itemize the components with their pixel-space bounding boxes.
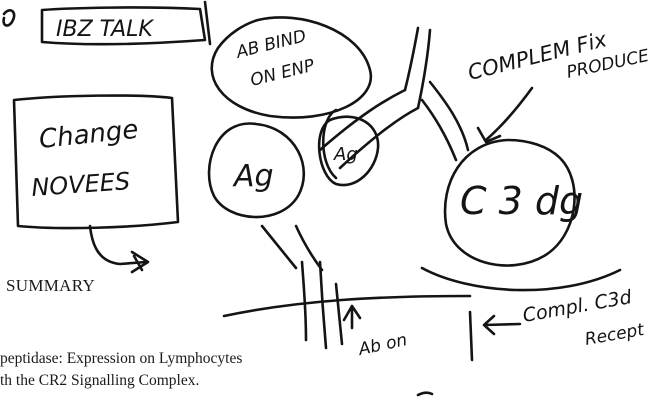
change-arrow (90, 226, 146, 264)
top-box-text: IBZ TALK (56, 17, 154, 42)
receptor-arc (422, 268, 620, 290)
ag-stem-left (262, 226, 296, 268)
oval-note-line-2: ON ENP (248, 55, 317, 90)
receptor-stalk-2 (320, 262, 326, 348)
stalk-arrow (344, 306, 360, 328)
antibody-arm-right-2 (430, 82, 468, 150)
oval-note-line-1: AB BIND (233, 26, 308, 63)
receptor-stalk-1 (302, 262, 306, 340)
antibody-stem-top-2 (418, 30, 430, 108)
receptor-note-line-1: Compl. C3d (521, 286, 634, 327)
fragment-stroke (4, 10, 15, 25)
ag-stem-right (296, 226, 322, 270)
change-box-outline (14, 96, 178, 229)
c3dg-label: C 3 dg (460, 179, 583, 223)
receptor-note-arrow (484, 316, 520, 334)
ag-oval-label: Ag (333, 144, 358, 165)
receptor-note-line-2: Recept (583, 320, 646, 350)
receptor-line (470, 312, 472, 360)
summary-heading: SUMMARY (6, 276, 95, 296)
antibody-stem-top (405, 28, 418, 90)
ag-circle-label: Ag (232, 159, 274, 194)
ab-on-note: Ab on (356, 330, 409, 360)
change-box-line-2: NOVEES (30, 167, 131, 202)
abstract-line-1: peptidase: Expression on Lymphocytes (0, 350, 242, 368)
complement-arrow (486, 88, 532, 140)
bottom-mark (418, 393, 432, 395)
change-box-line-1: Change (38, 115, 140, 155)
receptor-stalk-3 (336, 284, 342, 344)
abstract-line-2: th the CR2 Signalling Complex. (0, 372, 199, 390)
